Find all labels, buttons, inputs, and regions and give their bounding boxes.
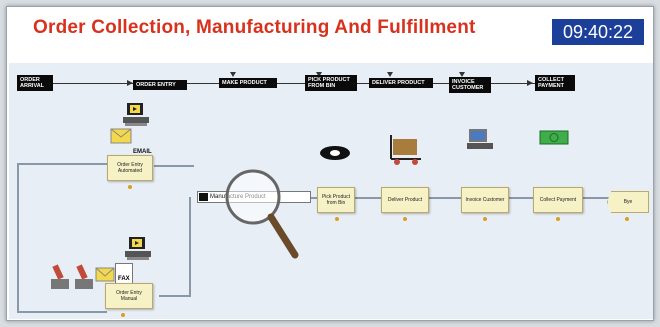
envelope-icon xyxy=(95,267,115,282)
timeline-tick xyxy=(230,72,236,77)
stage-make-product[interactable]: MAKE PRODUCT xyxy=(219,78,277,88)
fax-label: FAX xyxy=(118,276,130,282)
status-dot xyxy=(335,217,339,221)
stage-deliver-product[interactable]: DELIVER PRODUCT xyxy=(369,78,433,88)
status-dot xyxy=(128,185,132,189)
process-label: Bye xyxy=(623,199,633,205)
process-label: Invoice Customer xyxy=(465,197,505,203)
connector-manual-out xyxy=(159,295,189,297)
process-collect-payment[interactable]: Collect Payment xyxy=(533,187,583,213)
status-dot xyxy=(403,217,407,221)
timeline-tick xyxy=(459,72,465,77)
computer-icon xyxy=(467,129,493,149)
stage-invoice-customer[interactable]: INVOICE CUSTOMER xyxy=(449,77,491,93)
process-invoice-customer[interactable]: Invoice Customer xyxy=(461,187,509,213)
disc-icon xyxy=(320,146,350,160)
timeline-arrow xyxy=(127,80,133,86)
status-dot xyxy=(625,217,629,221)
stage-pick-product[interactable]: PICK PRODUCT FROM BIN xyxy=(305,75,357,91)
stage-order-arrival[interactable]: ORDER ARRIVAL xyxy=(17,75,53,91)
page-title: Order Collection, Manufacturing And Fulf… xyxy=(33,17,476,38)
left-connector xyxy=(17,163,19,313)
process-label: Collect Payment xyxy=(539,197,577,203)
process-bye[interactable]: Bye xyxy=(607,191,649,213)
email-icon xyxy=(110,128,132,144)
fax-document: FAX xyxy=(115,263,133,285)
connector-merge xyxy=(189,197,191,297)
flow-canvas: ORDER ARRIVAL ORDER ENTRY MAKE PRODUCT P… xyxy=(9,63,653,319)
timeline-tick xyxy=(387,72,393,77)
stage-order-entry[interactable]: ORDER ENTRY xyxy=(133,80,187,90)
handtruck-icon xyxy=(390,135,421,165)
money-icon xyxy=(539,130,569,145)
timeline-tick xyxy=(316,72,322,77)
process-label: Order Entry Manual xyxy=(116,290,142,302)
computer-icon xyxy=(125,237,151,260)
email-label: EMAIL xyxy=(133,149,152,155)
process-label: Order Entry Automated xyxy=(117,162,143,174)
connector-to-automated xyxy=(17,163,107,165)
status-dot xyxy=(556,217,560,221)
connector-to-manual xyxy=(17,311,107,313)
process-order-entry-automated[interactable]: Order Entry Automated xyxy=(107,155,153,181)
cursor-icon xyxy=(199,193,208,201)
process-label: Deliver Product xyxy=(387,197,423,203)
computer-icon xyxy=(123,103,149,126)
timeline-arrow xyxy=(527,80,533,86)
process-order-entry-manual[interactable]: Order Entry Manual xyxy=(105,283,153,309)
process-label: Pick Product from Bin xyxy=(321,194,351,206)
simulation-clock: 09:40:22 xyxy=(552,19,644,45)
status-dot xyxy=(121,313,125,317)
magnifier-icon xyxy=(225,169,299,259)
simulation-window: Order Collection, Manufacturing And Fulf… xyxy=(6,6,654,321)
connector-automated-out xyxy=(154,165,194,167)
timeline-line xyxy=(49,83,549,84)
phone-icon xyxy=(51,264,93,289)
process-deliver-product[interactable]: Deliver Product xyxy=(381,187,429,213)
status-dot xyxy=(483,217,487,221)
stage-collect-payment[interactable]: COLLECT PAYMENT xyxy=(535,75,575,91)
process-pick-product[interactable]: Pick Product from Bin xyxy=(317,187,355,213)
